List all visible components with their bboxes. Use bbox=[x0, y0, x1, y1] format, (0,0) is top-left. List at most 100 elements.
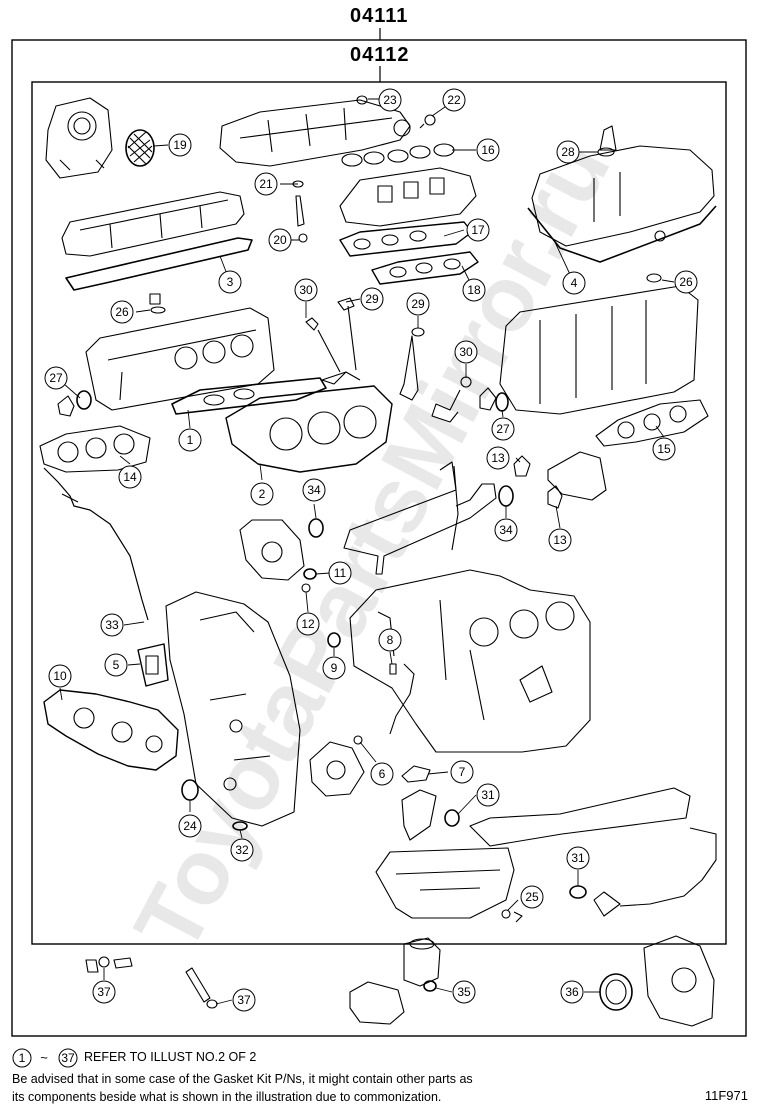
callout-circle bbox=[118, 465, 142, 489]
callout-26: 26 bbox=[110, 300, 134, 324]
callout-circle bbox=[218, 270, 242, 294]
callout-30: 30 bbox=[294, 278, 318, 302]
callout-number: 12 bbox=[301, 617, 315, 631]
callout-circle bbox=[294, 278, 318, 302]
refer-text: REFER TO ILLUST NO.2 OF 2 bbox=[84, 1050, 257, 1064]
figure-id: 11F971 bbox=[704, 1088, 748, 1103]
callout-number: 4 bbox=[571, 276, 578, 290]
outer-frame bbox=[11, 39, 747, 1037]
callout-circle bbox=[254, 172, 278, 196]
callout-number: 13 bbox=[491, 451, 505, 465]
callout-number: 11 bbox=[334, 566, 347, 580]
callout-1: 1 bbox=[178, 428, 202, 452]
callout-34: 34 bbox=[494, 518, 518, 542]
callout-20: 20 bbox=[268, 228, 292, 252]
callout-number: 1 bbox=[187, 433, 194, 447]
outer-part-number: 04111 bbox=[350, 5, 409, 27]
callout-circle bbox=[566, 846, 590, 870]
callout-number: 10 bbox=[53, 669, 67, 683]
range-end-number: 37 bbox=[61, 1051, 75, 1065]
callout-7: 7 bbox=[450, 760, 474, 784]
callout-circle bbox=[378, 628, 402, 652]
callout-15: 15 bbox=[652, 437, 676, 461]
part-drawings bbox=[39, 95, 717, 1027]
callout-number: 18 bbox=[467, 283, 481, 297]
callout-circle bbox=[178, 814, 202, 838]
callout-2: 2 bbox=[250, 482, 274, 506]
callout-circle bbox=[110, 300, 134, 324]
callout-circle bbox=[48, 664, 72, 688]
callout-number: 3 bbox=[227, 275, 234, 289]
callout-circle bbox=[452, 980, 476, 1004]
callout-number: 2 bbox=[259, 487, 266, 501]
range-end-circle bbox=[58, 1048, 78, 1068]
callout-9: 9 bbox=[322, 656, 346, 680]
callout-32: 32 bbox=[230, 838, 254, 862]
callout-13: 13 bbox=[486, 446, 510, 470]
callout-number: 29 bbox=[411, 297, 425, 311]
callout-circle bbox=[548, 528, 572, 552]
callout-circle bbox=[302, 478, 326, 502]
leader-lines bbox=[59, 98, 675, 1005]
callout-number: 7 bbox=[459, 765, 466, 779]
callout-circle bbox=[560, 980, 584, 1004]
callout-circle bbox=[360, 287, 384, 311]
callout-number: 36 bbox=[565, 985, 579, 999]
callout-number: 9 bbox=[331, 661, 338, 675]
callout-circle bbox=[406, 292, 430, 316]
callout-34: 34 bbox=[302, 478, 326, 502]
callout-26: 26 bbox=[674, 270, 698, 294]
callout-circle bbox=[92, 980, 116, 1004]
callout-number: 34 bbox=[307, 483, 321, 497]
callout-circle bbox=[370, 762, 394, 786]
callout-number: 16 bbox=[481, 143, 495, 157]
callout-number: 5 bbox=[113, 658, 120, 672]
callout-circle bbox=[168, 133, 192, 157]
callout-19: 19 bbox=[168, 133, 192, 157]
callout-number: 30 bbox=[299, 283, 313, 297]
callout-17: 17 bbox=[466, 218, 490, 242]
callout-circle bbox=[674, 270, 698, 294]
range-separator: ~ bbox=[40, 1050, 48, 1065]
callout-33: 33 bbox=[100, 613, 124, 637]
callout-number: 19 bbox=[173, 138, 187, 152]
callout-circle bbox=[442, 88, 466, 112]
callout-number: 17 bbox=[471, 223, 485, 237]
callout-10: 10 bbox=[48, 664, 72, 688]
callout-number: 24 bbox=[183, 819, 197, 833]
inner-frame bbox=[31, 81, 727, 945]
callout-24: 24 bbox=[178, 814, 202, 838]
callout-4: 4 bbox=[562, 271, 586, 295]
callout-number: 20 bbox=[273, 233, 287, 247]
callout-37: 37 bbox=[92, 980, 116, 1004]
callout-11: 11 bbox=[328, 561, 352, 585]
callout-number: 22 bbox=[447, 93, 461, 107]
callout-28: 28 bbox=[556, 140, 580, 164]
callout-8: 8 bbox=[378, 628, 402, 652]
callout-31: 31 bbox=[476, 783, 500, 807]
callout-number: 13 bbox=[553, 533, 567, 547]
callout-circle bbox=[104, 653, 128, 677]
callout-circle bbox=[520, 885, 544, 909]
callout-31: 31 bbox=[566, 846, 590, 870]
callout-27: 27 bbox=[491, 417, 515, 441]
callout-6: 6 bbox=[370, 762, 394, 786]
callout-number: 37 bbox=[237, 993, 251, 1007]
inner-part-number: 04112 bbox=[350, 44, 410, 66]
callout-circle bbox=[476, 138, 500, 162]
callout-30: 30 bbox=[454, 340, 478, 364]
callout-number: 27 bbox=[496, 422, 510, 436]
callout-circle bbox=[44, 366, 68, 390]
callout-13: 13 bbox=[548, 528, 572, 552]
callout-circle bbox=[322, 656, 346, 680]
callout-circle bbox=[476, 783, 500, 807]
callout-number: 25 bbox=[525, 890, 539, 904]
callout-number: 32 bbox=[235, 843, 249, 857]
callout-circle bbox=[556, 140, 580, 164]
callout-number: 8 bbox=[387, 633, 394, 647]
callout-12: 12 bbox=[296, 612, 320, 636]
callout-number: 33 bbox=[105, 618, 119, 632]
callout-number: 28 bbox=[561, 145, 575, 159]
callout-circle bbox=[296, 612, 320, 636]
